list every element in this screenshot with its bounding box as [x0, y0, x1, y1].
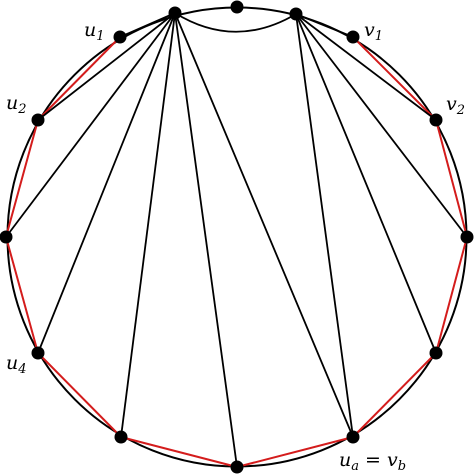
path-edge-u1-u2: [37, 36, 121, 121]
chord-A-u1: [119, 12, 176, 38]
chord-A-BL: [120, 12, 176, 438]
label-u1: u1: [84, 19, 105, 44]
chord-B-BR: [295, 13, 437, 354]
chord-B-ua: [295, 13, 354, 438]
vertex-bottom: [230, 460, 244, 474]
red-path: [5, 36, 468, 468]
vertex-v2: [429, 113, 443, 127]
vertex-BL: [114, 430, 128, 444]
vertex-A: [168, 6, 182, 20]
vertex-ua: [346, 430, 360, 444]
label-ua-eq-vb: ua = vb: [339, 449, 406, 474]
arc-A-B: [174, 12, 297, 33]
vertex-u1: [113, 30, 127, 44]
vertex-R: [460, 230, 474, 244]
vertex-v1: [346, 30, 360, 44]
path-edge-bottom-ua: [236, 436, 354, 468]
vertex-u2: [31, 113, 45, 127]
vertex-L: [0, 230, 13, 244]
chord-B-R: [295, 13, 468, 238]
chord-A-bottom: [174, 12, 238, 468]
chord-A-ua: [174, 12, 354, 438]
vertex-u4: [31, 346, 45, 360]
path-edge-BL-bottom: [120, 436, 238, 468]
chord-A-u4: [37, 12, 176, 354]
label-u4: u4: [6, 352, 27, 377]
vertex-top: [230, 0, 244, 14]
chord-A-u2: [37, 12, 176, 121]
vertex-BR: [429, 346, 443, 360]
label-u2: u2: [6, 92, 27, 117]
vertex-B: [289, 7, 303, 21]
path-edge-u4-BL: [37, 352, 122, 438]
outer-circle: [6, 6, 468, 468]
chord-B-v2: [295, 13, 437, 121]
chord-A-L: [5, 12, 176, 238]
path-edge-ua-BR: [352, 352, 437, 438]
path-edge-L-u4: [5, 236, 39, 354]
chord-group: [5, 12, 468, 468]
label-v2: v2: [446, 93, 465, 118]
chord-B-v1: [295, 13, 354, 38]
path-edge-R-v2: [435, 119, 468, 238]
path-edge-v2-v1: [352, 36, 437, 121]
label-v1: v1: [364, 19, 383, 44]
path-edge-u2-L: [5, 119, 39, 238]
path-edge-BR-R: [435, 236, 468, 354]
